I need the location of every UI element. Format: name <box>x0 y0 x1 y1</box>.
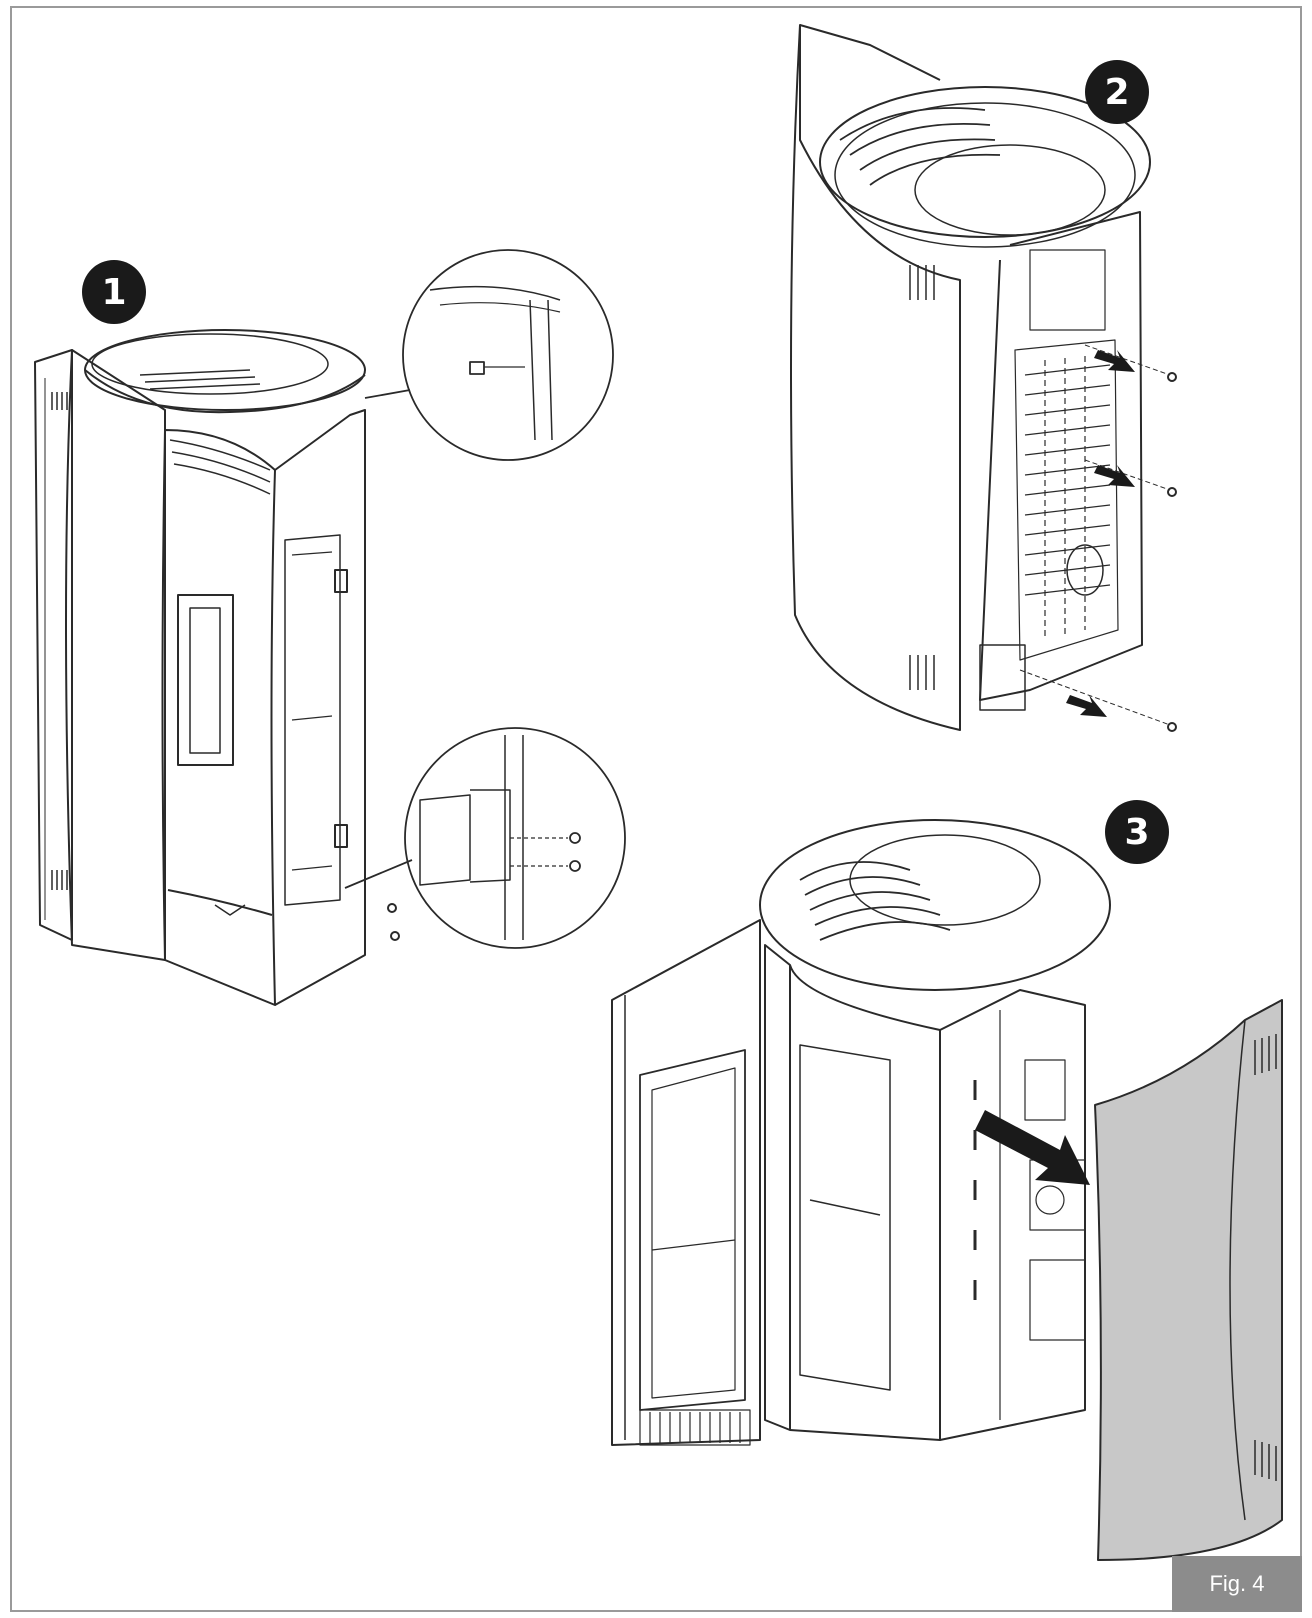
side-panel-removed <box>1094 999 1283 1561</box>
step-badge-2: 2 <box>1085 60 1149 124</box>
removal-arrow-step-3 <box>975 1110 1090 1185</box>
stove-step-1 <box>34 329 400 1006</box>
stove-step-2 <box>790 24 1151 731</box>
stove-step-3 <box>611 819 1111 1446</box>
removal-arrows-step-2 <box>1019 344 1177 732</box>
step-badge-1: 1 <box>82 260 146 324</box>
figure-label: Fig. 4 <box>1172 1556 1302 1612</box>
step-badge-3: 3 <box>1105 800 1169 864</box>
figure-frame <box>10 6 1302 1612</box>
detail-callout-top <box>364 249 614 461</box>
detail-callout-bottom <box>344 727 626 949</box>
